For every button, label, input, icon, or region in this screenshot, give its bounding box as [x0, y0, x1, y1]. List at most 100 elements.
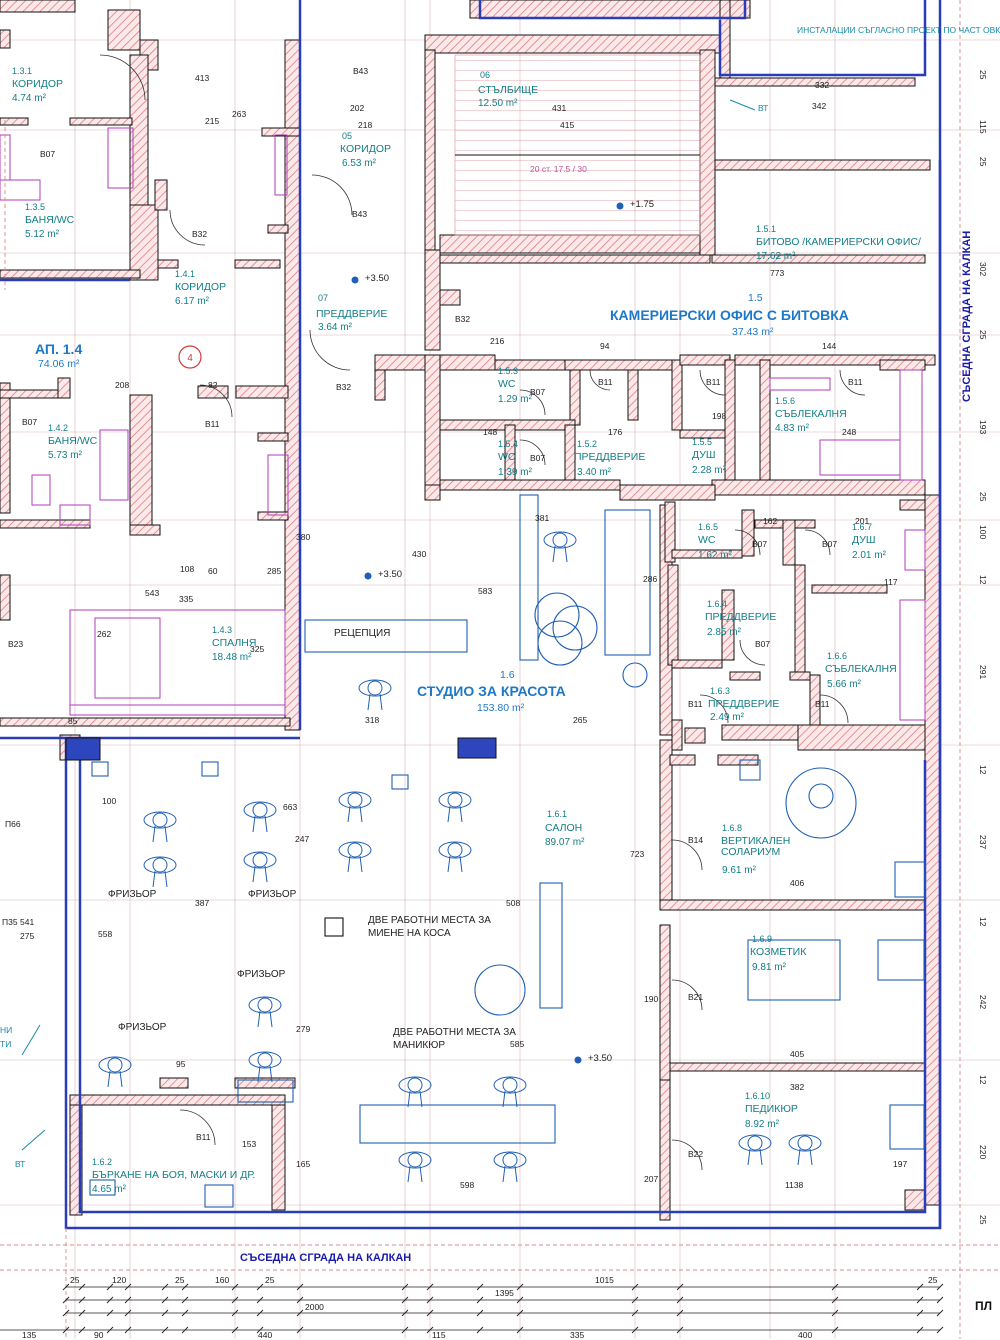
dimension-label: 302	[978, 262, 988, 277]
room-code-06: 06	[480, 70, 491, 80]
room-code-1-6-9: 1.6.9	[752, 934, 773, 944]
room-area-1-6-8: 9.61 m²	[722, 865, 756, 876]
dimension-label: 318	[365, 715, 380, 725]
dimension-label: 263	[232, 109, 247, 119]
dimension-tick	[476, 1283, 484, 1291]
dimension-label: 100	[978, 525, 988, 540]
person-icon	[543, 531, 577, 563]
dimension-label: 176	[608, 427, 623, 437]
facade-lines	[0, 0, 942, 1230]
dimension-label: 25	[265, 1275, 275, 1285]
room-name-07: ПРЕДДВЕРИЕ	[316, 308, 388, 320]
dimension-tick	[401, 1283, 409, 1291]
room-area-1-5-1: 17.62 m²	[756, 251, 796, 262]
room-name-1-5-6: СЪБЛЕКАЛНЯ	[775, 408, 847, 420]
dimension-label: 2000	[305, 1302, 324, 1312]
room-name-1-4-1: КОРИДОР	[175, 281, 226, 293]
dimension-label: 197	[893, 1159, 908, 1169]
dimension-label: 325	[250, 644, 265, 654]
dimension-tick	[831, 1309, 839, 1317]
door-label-b43-2: B43	[352, 209, 368, 219]
dimension-tick	[161, 1283, 169, 1291]
level-label-salon: +3.50	[378, 569, 403, 580]
person-icon	[248, 1051, 282, 1083]
room-code-1-5-3: 1.5.3	[498, 366, 519, 376]
dimension-label: 430	[412, 549, 427, 559]
level-label-stairs: +1.75	[630, 199, 655, 210]
room-name-1-5-1: БИТОВО /КАМЕРИЕРСКИ ОФИС/	[756, 236, 921, 248]
dimension-tick	[62, 1283, 70, 1291]
door-label-b43-1: B43	[353, 66, 369, 76]
room-area-1-6-4: 2.85 m²	[707, 627, 741, 638]
dimension-tick	[831, 1296, 839, 1304]
dimension-tick	[62, 1296, 70, 1304]
zone-studio-area: 153.80 m²	[477, 702, 525, 714]
dimension-tick	[631, 1296, 639, 1304]
room-name-1-6-1: САЛОН	[545, 822, 583, 834]
dimension-tick	[231, 1326, 239, 1334]
dimension-label: 583	[478, 586, 493, 596]
room-area-1-6-1: 89.07 m²	[545, 837, 585, 848]
room-code-1-5-6: 1.5.6	[775, 396, 796, 406]
fragment-ni: НИ	[0, 1025, 13, 1035]
fragment-ti: ТИ	[0, 1039, 12, 1049]
neighbor-building-right: СЪСЕДНА СГРАДА НА КАЛКАН	[961, 230, 973, 402]
dimension-label: 286	[643, 574, 658, 584]
dimension-tick	[296, 1283, 304, 1291]
dimension-label: 381	[535, 513, 550, 523]
level-markers	[351, 202, 624, 1064]
dimension-tick	[631, 1309, 639, 1317]
dimension-tick	[676, 1296, 684, 1304]
hairdresser-label-2: ФРИЗЬОР	[248, 889, 297, 900]
dimension-ticks	[62, 1283, 944, 1334]
dimension-label: 201	[855, 516, 870, 526]
dimension-label: 247	[295, 834, 310, 844]
door-label-b23: B23	[8, 639, 24, 649]
room-name-1-6-5: WC	[698, 534, 716, 546]
room-area-1-4-2: 5.73 m²	[48, 450, 82, 461]
room-code-1-6-2: 1.6.2	[92, 1157, 113, 1167]
door-label-b07-7: B07	[755, 639, 771, 649]
column-center	[457, 737, 497, 759]
dimension-label: 1015	[595, 1275, 614, 1285]
hairdresser-label-4: ФРИЗЬОР	[118, 1022, 167, 1033]
dimension-label: 115	[978, 120, 988, 134]
dimension-tick	[106, 1309, 114, 1317]
dimension-tick	[831, 1283, 839, 1291]
dimension-label: 342	[812, 101, 827, 111]
dimension-label: 541	[20, 917, 35, 927]
dimension-label: 25	[978, 330, 988, 340]
door-label-b14: B14	[688, 835, 704, 845]
room-code-1-6-3: 1.6.3	[710, 686, 731, 696]
dimension-label: 60	[208, 566, 218, 576]
dimension-label: 144	[822, 341, 837, 351]
room-name-1-6-8: ВЕРТИКАЛЕН СОЛАРИУМ	[721, 835, 791, 858]
room-code-1-4-3: 1.4.3	[212, 625, 233, 635]
dimension-label: 413	[195, 73, 210, 83]
dimension-tick	[256, 1309, 264, 1317]
room-name-1-6-6: СЪБЛЕКАЛНЯ	[825, 663, 897, 675]
dimension-label: 85	[68, 716, 78, 726]
dimension-label: 202	[350, 103, 365, 113]
door-label-b07-4: B07	[530, 453, 546, 463]
dimension-label: 12	[978, 575, 988, 585]
dimension-tick	[296, 1326, 304, 1334]
bt-label-1: ВТ	[15, 1159, 26, 1169]
dimension-tick	[124, 1326, 132, 1334]
person-icon	[493, 1151, 527, 1183]
dimension-tick	[476, 1296, 484, 1304]
room-code-1-3-5: 1.3.5	[25, 202, 46, 212]
room-area-06: 12.50 m²	[478, 98, 518, 109]
dimension-tick	[181, 1309, 189, 1317]
hairdresser-label-1: ФРИЗЬОР	[108, 889, 157, 900]
dimension-tick	[256, 1283, 264, 1291]
neighbor-building-bottom: СЪСЕДНА СГРАДА НА КАЛКАН	[240, 1252, 412, 1264]
stair-flight-top	[454, 54, 701, 156]
dimension-tick	[426, 1326, 434, 1334]
dimension-tick	[78, 1309, 86, 1317]
room-name-1-6-4: ПРЕДДВЕРИЕ	[705, 611, 777, 623]
dimension-tick	[401, 1326, 409, 1334]
dimension-tick	[831, 1326, 839, 1334]
person-icon	[338, 841, 372, 873]
